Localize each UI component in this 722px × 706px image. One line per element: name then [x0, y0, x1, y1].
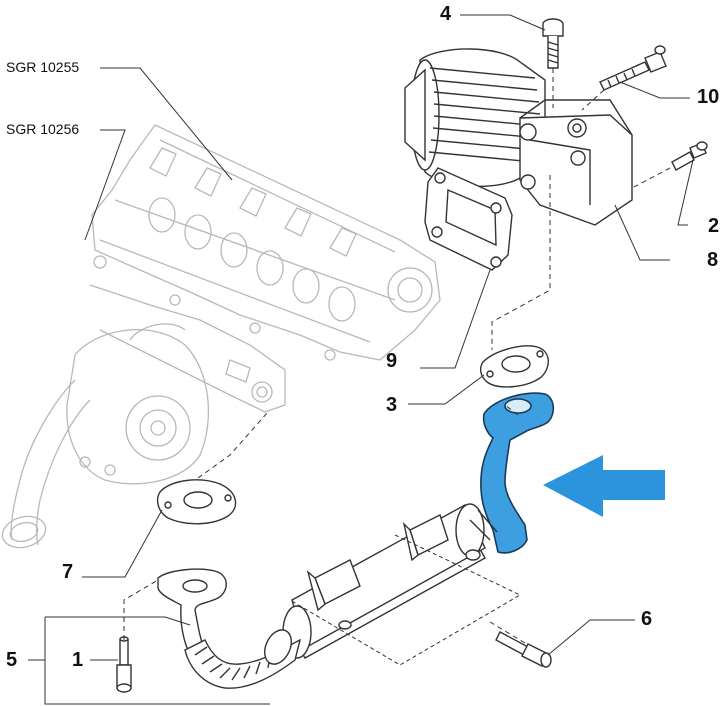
assembly-guide-lines — [123, 68, 671, 644]
egr-pipe-lower-5 — [157, 568, 302, 689]
turbocharger-ghost — [1, 323, 209, 549]
arrow-left-icon — [543, 455, 665, 517]
callout-leaders — [28, 14, 694, 705]
screw-4 — [542, 18, 564, 69]
screw-1 — [116, 636, 132, 693]
exhaust-manifold-ghost — [89, 284, 286, 413]
turbo-gasket-7 — [156, 479, 237, 525]
intake-manifold-ghost — [91, 124, 441, 361]
callout-4: 4 — [440, 3, 452, 25]
egr-pipe-highlighted — [480, 392, 555, 554]
callout-8: 8 — [707, 249, 719, 271]
reference-sgr-10255: SGR 10255 — [6, 59, 80, 75]
screw-2 — [671, 141, 708, 171]
callout-5: 5 — [6, 649, 18, 671]
callout-6: 6 — [641, 608, 653, 630]
egr-valve — [404, 48, 633, 226]
screw-10 — [599, 45, 667, 91]
screw-6 — [495, 631, 552, 668]
callout-1: 1 — [72, 649, 84, 671]
reference-sgr-10256: SGR 10256 — [6, 121, 80, 137]
pipe-gasket-3 — [479, 345, 549, 388]
callout-10: 10 — [697, 86, 720, 108]
egr-valve-gasket — [424, 167, 513, 271]
callout-7: 7 — [62, 561, 74, 583]
egr-cooler — [282, 503, 498, 659]
callout-9: 9 — [386, 350, 398, 372]
callout-2: 2 — [708, 215, 720, 237]
callout-3: 3 — [386, 394, 398, 416]
